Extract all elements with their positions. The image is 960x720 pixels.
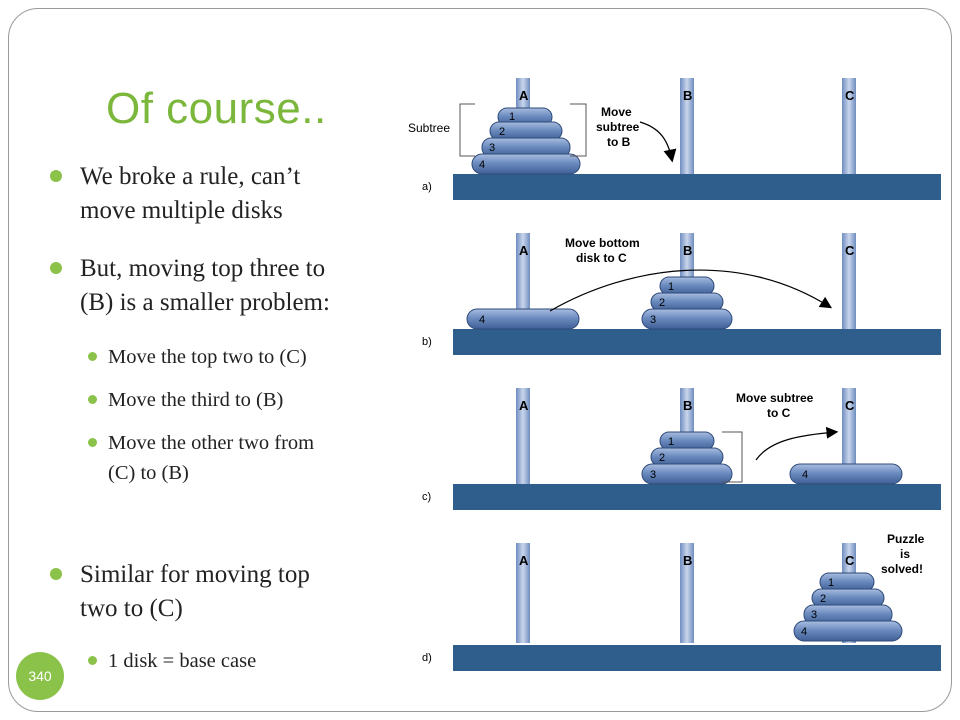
peg-label-c: C bbox=[845, 553, 855, 568]
bullet-1: We broke a rule, can’t move multiple disk… bbox=[48, 160, 300, 228]
disk-2-label: 2 bbox=[499, 126, 505, 138]
panel-label-a: a) bbox=[422, 181, 432, 193]
slide-title: Of course.. bbox=[106, 84, 327, 134]
panel-d: A B C 1 2 3 4 Puzzle is solved! d) bbox=[422, 532, 941, 671]
disk-1-label: 1 bbox=[668, 281, 674, 293]
move-b-line-2: disk to C bbox=[576, 251, 627, 265]
page-number-badge: 340 bbox=[16, 652, 64, 700]
disk-4-label: 4 bbox=[479, 159, 485, 171]
bullet-2: But, moving top three to (B) is a smaller… bbox=[48, 252, 330, 320]
panel-b: A B C 1 2 3 4 Move bottom disk to C b) bbox=[422, 233, 941, 355]
disk-4 bbox=[472, 154, 580, 174]
disk-3-label: 3 bbox=[650, 314, 656, 326]
bullet-3: Similar for moving top two to (C) bbox=[48, 558, 310, 626]
solved-line-2: is bbox=[900, 547, 910, 561]
disk-2-label: 2 bbox=[820, 593, 826, 605]
bullet-2-line-2: (B) is a smaller problem: bbox=[80, 289, 330, 316]
base bbox=[453, 174, 941, 200]
sub-bullet-3-line-1: Move the other two from bbox=[108, 432, 314, 454]
move-a-line-2: subtree bbox=[596, 120, 640, 134]
arrow-a bbox=[640, 122, 672, 160]
panel-a: A B C 1 2 3 4 Subtree Move subtree to B … bbox=[408, 78, 941, 200]
disk-4 bbox=[794, 621, 902, 641]
disk-2-label: 2 bbox=[659, 297, 665, 309]
peg-label-c: C bbox=[845, 398, 855, 413]
peg-label-b: B bbox=[683, 398, 692, 413]
base bbox=[453, 484, 941, 510]
subtree-label: Subtree bbox=[408, 121, 450, 135]
solved-line-1: Puzzle bbox=[887, 532, 925, 546]
disk-3-label: 3 bbox=[489, 142, 495, 154]
disk-1-label: 1 bbox=[509, 111, 515, 123]
disk-1-label: 1 bbox=[668, 436, 674, 448]
move-b-line-1: Move bottom bbox=[565, 236, 640, 250]
disk-4-label: 4 bbox=[802, 469, 808, 481]
peg-label-c: C bbox=[845, 243, 855, 258]
sub-bullet-4: 1 disk = base case bbox=[88, 646, 256, 676]
base bbox=[453, 329, 941, 355]
move-a-line-3: to B bbox=[607, 135, 631, 149]
bullet-3-line-1: Similar for moving top bbox=[80, 561, 310, 588]
sub-bullet-2: Move the third to (B) bbox=[88, 385, 283, 415]
peg-label-a: A bbox=[519, 88, 529, 103]
sub-bullet-1: Move the top two to (C) bbox=[88, 342, 307, 372]
bullet-1-line-2: move multiple disks bbox=[80, 197, 283, 224]
peg-label-a: A bbox=[519, 398, 529, 413]
bullet-2-line-1: But, moving top three to bbox=[80, 255, 325, 282]
panel-c: A B C 1 2 3 4 Move subtree to C c) bbox=[422, 388, 941, 510]
sub-bullet-3: Move the other two from (C) to (B) bbox=[88, 428, 314, 488]
base bbox=[453, 645, 941, 671]
bullet-3-line-2: two to (C) bbox=[80, 595, 183, 622]
disk-2-label: 2 bbox=[659, 452, 665, 464]
peg-label-a: A bbox=[519, 553, 529, 568]
towers-of-hanoi-diagram: A B C 1 2 3 4 Subtree Move subtree to B … bbox=[400, 70, 945, 682]
panel-label-c: c) bbox=[422, 491, 431, 503]
panel-label-d: d) bbox=[422, 652, 432, 664]
disk-3-label: 3 bbox=[650, 469, 656, 481]
move-c-line-1: Move subtree bbox=[736, 391, 814, 405]
disk-1-label: 1 bbox=[828, 577, 834, 589]
peg-label-b: B bbox=[683, 88, 692, 103]
disk-4-label: 4 bbox=[479, 314, 485, 326]
peg-label-c: C bbox=[845, 88, 855, 103]
arrow-c bbox=[756, 432, 836, 460]
bullet-1-line-1: We broke a rule, can’t bbox=[80, 163, 300, 190]
peg-label-b: B bbox=[683, 553, 692, 568]
disk-3-label: 3 bbox=[811, 609, 817, 621]
move-c-line-2: to C bbox=[767, 406, 791, 420]
disk-4-label: 4 bbox=[801, 626, 807, 638]
sub-bullet-3-line-2: (C) to (B) bbox=[108, 462, 189, 484]
solved-line-3: solved! bbox=[881, 562, 923, 576]
peg-label-a: A bbox=[519, 243, 529, 258]
panel-label-b: b) bbox=[422, 336, 432, 348]
move-a-line-1: Move bbox=[601, 105, 632, 119]
peg-label-b: B bbox=[683, 243, 692, 258]
